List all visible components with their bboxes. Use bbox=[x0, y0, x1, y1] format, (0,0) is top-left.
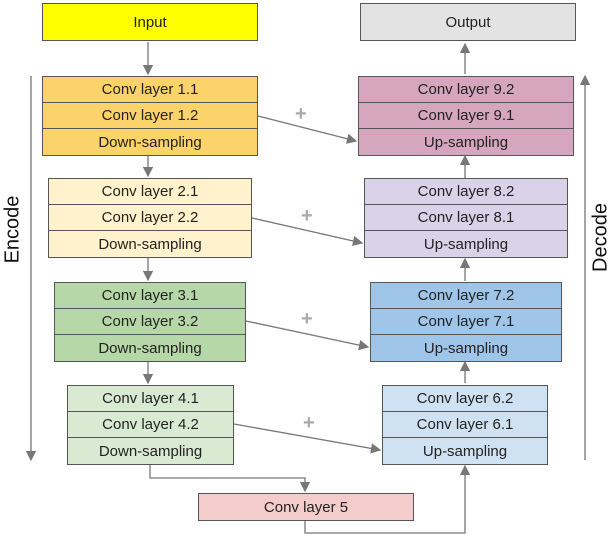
decoder-block-2-upsample: Up-sampling bbox=[423, 235, 509, 253]
output-box: Output bbox=[360, 3, 576, 41]
decoder-block-3-upsample: Up-sampling bbox=[423, 339, 509, 357]
encoder-block-1-conv-a: Conv layer 1.1 bbox=[43, 77, 257, 103]
decoder-block-4-conv-a: Conv layer 6.2 bbox=[383, 386, 547, 412]
encoder-block-3-conv-a: Conv layer 3.1 bbox=[55, 283, 245, 309]
encoder-block-1-conv-b: Conv layer 1.2 bbox=[43, 103, 257, 129]
encoder-block-3-conv-b: Conv layer 3.2 bbox=[55, 309, 245, 335]
decoder-block-2-conv-b: Conv layer 8.1 bbox=[365, 205, 567, 231]
skip-arrow-1 bbox=[257, 115, 358, 144]
decoder-block-1-upsample: Up-sampling bbox=[423, 133, 509, 151]
skip-plus-4: + bbox=[303, 412, 315, 434]
encode-label: Encode bbox=[1, 195, 24, 264]
decoder-block-3-conv-a: Conv layer 7.2 bbox=[371, 283, 561, 309]
decoder-block-3-conv-b: Conv layer 7.1 bbox=[371, 309, 561, 335]
encoder-block-2-downsample: Down-sampling bbox=[98, 235, 202, 253]
skip-plus-3: + bbox=[301, 308, 313, 330]
encoder-block-2-conv-b: Conv layer 2.2 bbox=[49, 205, 251, 231]
decoder-block-4-conv-b: Conv layer 6.1 bbox=[383, 412, 547, 438]
arrow-bottleneck-to-dec4 bbox=[304, 464, 471, 534]
decoder-block-1-conv-a: Conv layer 9.2 bbox=[359, 77, 573, 103]
encoder-block-4-conv-a: Conv layer 4.1 bbox=[68, 386, 233, 412]
decoder-block-2-conv-a: Conv layer 8.2 bbox=[365, 179, 567, 205]
skip-plus-1: + bbox=[295, 103, 307, 125]
input-box: Input bbox=[42, 3, 258, 41]
skip-plus-2: + bbox=[301, 205, 313, 227]
skip-arrow-2 bbox=[251, 217, 364, 247]
decode-label: Decode bbox=[589, 203, 610, 272]
skip-arrow-3 bbox=[245, 320, 370, 351]
skip-arrow-4 bbox=[233, 423, 382, 454]
decoder-block-4-upsample: Up-sampling bbox=[422, 442, 508, 460]
encoder-block-2-conv-a: Conv layer 2.1 bbox=[49, 179, 251, 205]
arrow-enc4-to-bottleneck bbox=[149, 463, 311, 493]
encoder-block-3-downsample: Down-sampling bbox=[98, 339, 202, 357]
encoder-block-1-downsample: Down-sampling bbox=[98, 133, 202, 151]
encoder-block-4-conv-b: Conv layer 4.2 bbox=[68, 412, 233, 438]
bottleneck-box: Conv layer 5 bbox=[198, 493, 414, 521]
encoder-block-4-downsample: Down-sampling bbox=[98, 442, 203, 460]
decoder-block-1-conv-b: Conv layer 9.1 bbox=[359, 103, 573, 129]
